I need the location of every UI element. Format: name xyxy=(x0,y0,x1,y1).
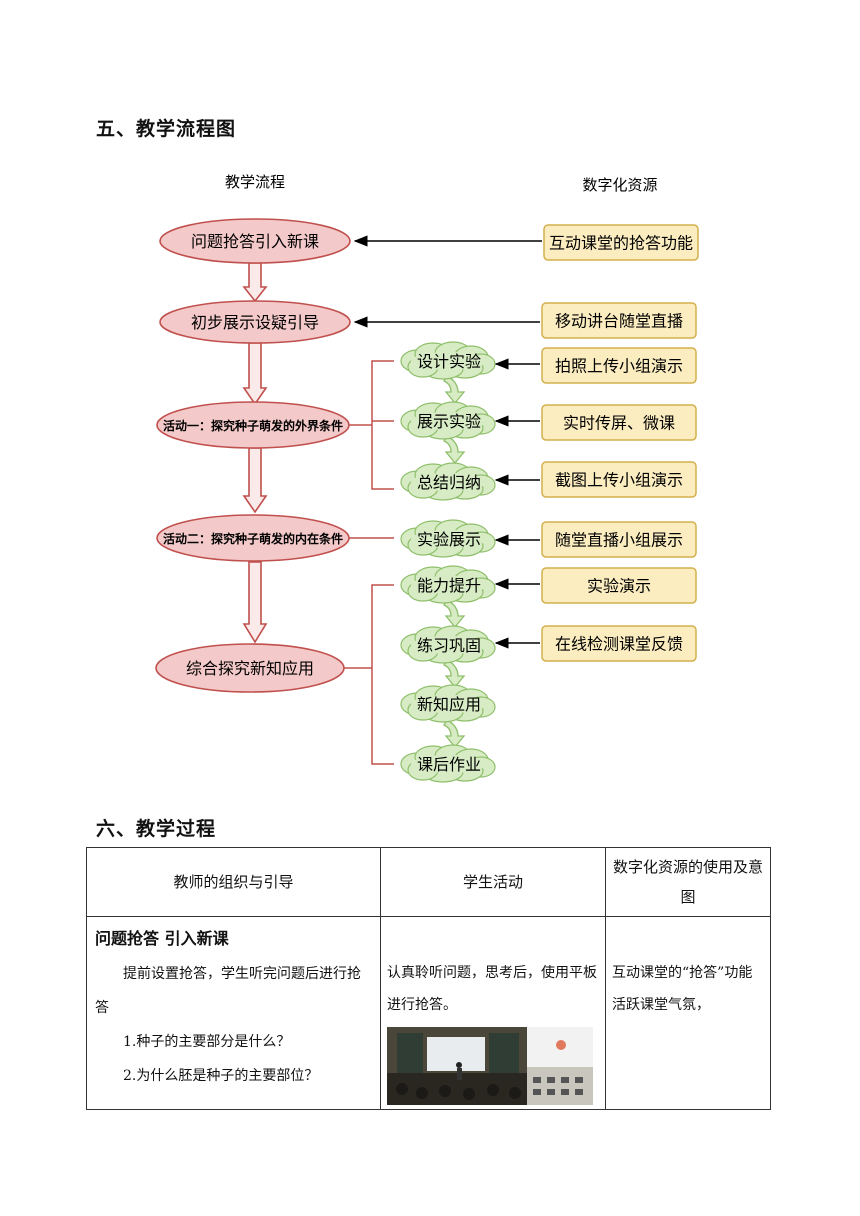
resource-label: 移动讲台随堂直播 xyxy=(555,312,683,331)
section-heading-6: 六、教学过程 xyxy=(96,818,217,840)
question-1: 1.种子的主要部分是什么？ xyxy=(123,1034,291,1050)
down-arrow-4 xyxy=(242,561,268,644)
resource-box xyxy=(541,461,697,498)
flow-main-node-2: 初步展示设疑引导 xyxy=(191,313,319,332)
section-heading-5: 五、教学流程图 xyxy=(96,118,237,140)
flow-main-node-4: 活动二：探究种子萌发的内在条件 xyxy=(163,531,343,546)
resource-cell: 互动课堂的“抢答”功能 活跃课堂气氛， xyxy=(605,916,771,1110)
flow-cloud-node: 能力提升 xyxy=(400,565,496,604)
resource-label: 随堂直播小组展示 xyxy=(555,531,683,550)
down-arrow-3 xyxy=(242,447,268,514)
flow-main-node-3: 活动一：探究种子萌发的外界条件 xyxy=(163,418,343,433)
resource-line-2: 活跃课堂气氛， xyxy=(612,997,710,1013)
resource-line-1: 互动课堂的“抢答”功能 xyxy=(612,965,753,981)
teaching-flowchart: 教学流程 数字化资源 问题抢答引入新课 初步展示设疑引导 活动一：探究种子萌发的… xyxy=(155,173,699,783)
flow-cloud-node: 设计实验 xyxy=(400,341,496,380)
table-row: 问题抢答 引入新课 提前设置抢答，学生听完问题后进行抢答 1.种子的主要部分是什… xyxy=(86,916,771,1110)
student-cell: 认真聆听问题，思考后，使用平板进行抢答。 xyxy=(380,916,606,1110)
classroom-photo xyxy=(387,1027,593,1105)
flow-cloud-label: 实验展示 xyxy=(417,530,481,549)
flow-cloud-node: 新知应用 xyxy=(400,684,496,723)
resource-label: 互动课堂的抢答功能 xyxy=(549,234,693,253)
teaching-process-table: 教师的组织与引导 学生活动 数字化资源的使用及意图 问题抢答 引入新课 提前设置… xyxy=(86,847,771,1110)
resource-box xyxy=(541,404,697,441)
header-resource: 数字化资源的使用及意图 xyxy=(605,847,771,917)
flow-main-node-1: 问题抢答引入新课 xyxy=(191,232,319,251)
resource-label: 截图上传小组演示 xyxy=(555,471,683,490)
flow-col-right-label: 数字化资源 xyxy=(582,176,657,194)
flow-cloud-node: 总结归纳 xyxy=(400,462,496,501)
flow-cloud-node: 实验展示 xyxy=(400,519,496,558)
resource-label: 在线检测课堂反馈 xyxy=(555,635,683,654)
resource-box xyxy=(541,521,697,558)
flow-cloud-node: 课后作业 xyxy=(400,744,496,783)
question-2: 2.为什么胚是种子的主要部位？ xyxy=(123,1068,319,1084)
resource-box xyxy=(541,567,697,604)
resource-label: 拍照上传小组演示 xyxy=(555,357,683,376)
flow-cloud-label: 练习巩固 xyxy=(417,636,481,655)
flow-cloud-label: 展示实验 xyxy=(417,412,481,431)
resource-label: 实验演示 xyxy=(587,577,651,596)
resource-box xyxy=(541,302,697,339)
down-arrow-1 xyxy=(242,262,268,303)
flow-cloud-label: 设计实验 xyxy=(417,352,481,371)
student-activity: 认真聆听问题，思考后，使用平板进行抢答。 xyxy=(387,965,597,1013)
resource-box xyxy=(541,625,697,662)
teacher-cell: 问题抢答 引入新课 提前设置抢答，学生听完问题后进行抢答 1.种子的主要部分是什… xyxy=(86,916,381,1110)
resource-label: 实时传屏、微课 xyxy=(563,414,675,433)
resource-box xyxy=(543,224,699,261)
header-teacher: 教师的组织与引导 xyxy=(86,847,381,917)
teacher-intro: 提前设置抢答，学生听完问题后进行抢答 xyxy=(95,966,361,1016)
table-header-row: 教师的组织与引导 学生活动 数字化资源的使用及意图 xyxy=(86,847,771,917)
resource-box xyxy=(541,347,697,384)
flow-main-node-5: 综合探究新知应用 xyxy=(186,659,314,678)
flow-cloud-label: 新知应用 xyxy=(417,695,481,714)
down-arrow-2 xyxy=(242,342,268,406)
flow-cloud-node: 练习巩固 xyxy=(400,625,496,664)
flow-col-left-label: 教学流程 xyxy=(225,173,285,191)
flow-cloud-label: 课后作业 xyxy=(417,755,481,774)
row-title: 问题抢答 引入新课 xyxy=(95,929,229,948)
header-student: 学生活动 xyxy=(380,847,606,917)
flow-cloud-label: 总结归纳 xyxy=(417,473,481,492)
flow-cloud-label: 能力提升 xyxy=(417,576,481,595)
flow-cloud-node: 展示实验 xyxy=(400,401,496,440)
